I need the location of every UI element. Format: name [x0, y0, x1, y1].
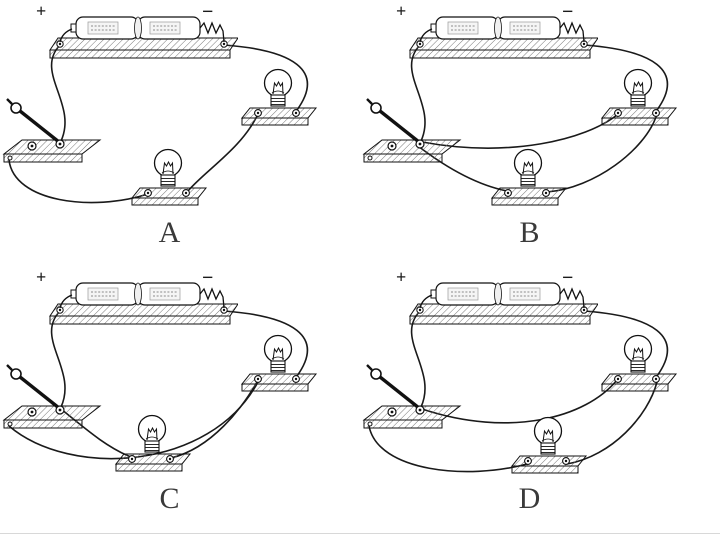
- wire: [546, 116, 657, 193]
- option-label-b: B: [519, 216, 541, 249]
- battery-pack-icon: [409, 16, 598, 59]
- circuit-drawing-c: [2, 282, 317, 472]
- battery-minus-label: −: [562, 1, 574, 23]
- circuit-panel-c: + − C: [0, 266, 360, 532]
- knife-switch-icon: [362, 363, 462, 430]
- wire: [583, 44, 669, 111]
- circuit-drawing-d: [362, 282, 677, 474]
- battery-minus-label: −: [562, 267, 574, 289]
- option-label-a: A: [158, 216, 182, 249]
- wire: [170, 381, 258, 459]
- battery-plus-label: +: [36, 267, 47, 287]
- circuit-panel-a: + − A: [0, 0, 360, 266]
- wire: [368, 425, 528, 473]
- battery-plus-label: +: [396, 267, 407, 287]
- battery-pack-icon: [409, 282, 598, 325]
- option-label-c: C: [159, 482, 181, 515]
- knife-switch-icon: [2, 97, 102, 164]
- option-label-d: D: [518, 482, 542, 515]
- battery-minus-label: −: [202, 1, 214, 23]
- circuit-panel-b: + − B: [360, 0, 720, 266]
- wire: [50, 310, 66, 408]
- battery-minus-label: −: [202, 267, 214, 289]
- wire: [8, 159, 149, 204]
- battery-pack-icon: [49, 16, 238, 59]
- lamp-bottom-icon: [131, 148, 207, 206]
- knife-switch-icon: [2, 363, 102, 430]
- circuit-drawing-b: [362, 16, 677, 206]
- wire: [566, 381, 658, 465]
- wire: [223, 44, 309, 111]
- wire: [50, 44, 66, 142]
- battery-pack-icon: [49, 282, 238, 325]
- battery-plus-label: +: [396, 1, 407, 21]
- circuit-drawing-a: [2, 16, 317, 206]
- circuit-panel-d: + − D: [360, 266, 720, 532]
- lamp-bottom-icon: [511, 416, 587, 474]
- wire: [583, 310, 669, 377]
- wire: [410, 310, 426, 408]
- wire: [410, 44, 426, 142]
- wire: [187, 113, 259, 192]
- battery-plus-label: +: [36, 1, 47, 21]
- knife-switch-icon: [362, 97, 462, 164]
- wire: [223, 310, 309, 377]
- wire: [421, 379, 618, 424]
- lamp-bottom-icon: [491, 148, 567, 206]
- lamp-bottom-icon: [115, 414, 191, 472]
